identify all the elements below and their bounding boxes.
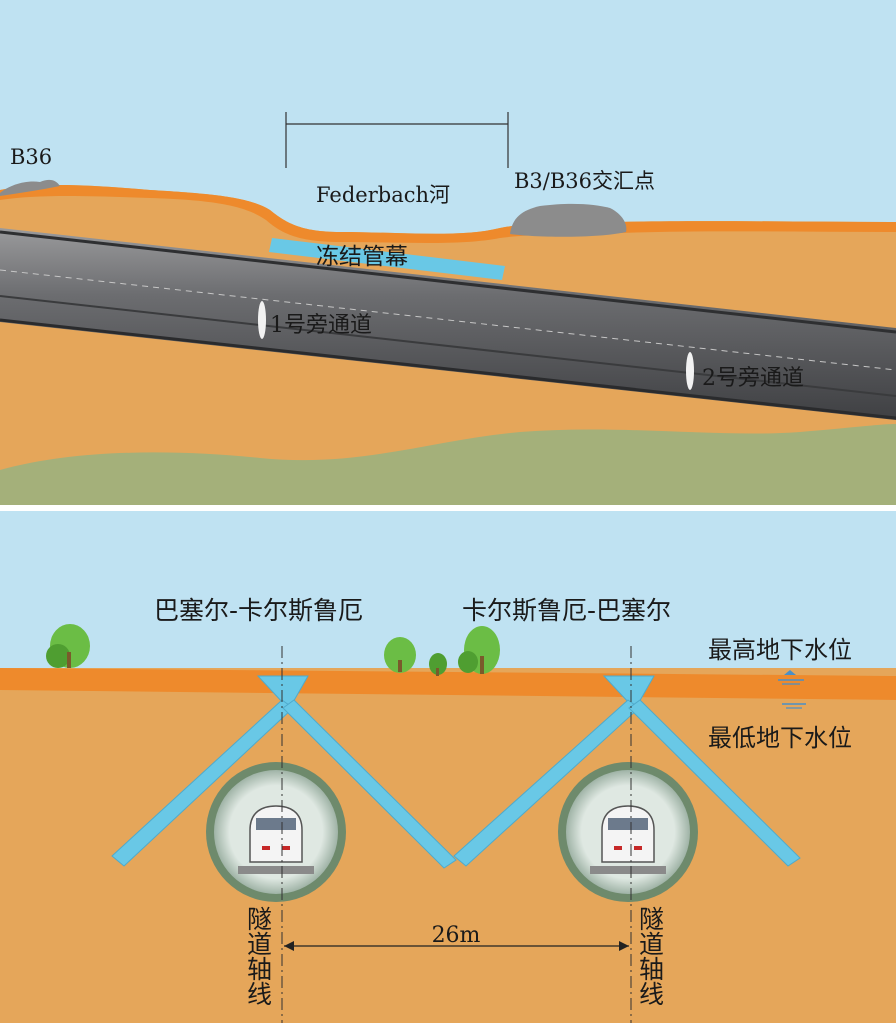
label-axis-left: 隧道轴线 [244, 906, 273, 1006]
freeze-curtain [269, 238, 505, 280]
label-min-water: 最低地下水位 [708, 724, 852, 752]
tube-centerline [0, 269, 896, 371]
label-spacing: 26m [432, 923, 481, 948]
train-window [608, 818, 648, 830]
label-passage-2: 2号旁通道 [702, 366, 804, 391]
tree-icon [46, 624, 90, 668]
tunnel-tube-left [206, 762, 346, 902]
train-icon [601, 805, 655, 863]
river-span-marker [285, 112, 509, 168]
tube-bottom-edge [0, 318, 896, 420]
cross-section: 巴塞尔-卡尔斯鲁厄 卡尔斯鲁厄-巴塞尔 最高地下水位 最低地下水位 26m 隧道… [0, 511, 896, 1023]
label-left-direction: 巴塞尔-卡尔斯鲁厄 [154, 596, 363, 625]
train-icon [249, 805, 303, 863]
profile-section: B36 Federbach河 B3/B36交汇点 冻结管幕 1号旁通道 2号旁通… [0, 0, 896, 506]
tunnel-tube-right [558, 762, 698, 902]
label-b36: B36 [10, 145, 52, 169]
topsoil-band [0, 185, 896, 243]
tree-icon [458, 626, 500, 674]
passage-1-marker [258, 301, 266, 339]
tube-top-edge [0, 230, 896, 334]
passage-2-marker [686, 352, 694, 390]
deep-layer [0, 424, 896, 505]
spacing-dimension [284, 941, 629, 951]
track-bed [238, 866, 314, 874]
soil-layer-lower [0, 668, 896, 1023]
min-water-symbol [782, 703, 806, 709]
label-river: Federbach河 [316, 183, 450, 207]
label-freeze-curtain: 冻结管幕 [316, 244, 408, 270]
label-max-water: 最高地下水位 [708, 636, 852, 664]
label-junction: B3/B36交汇点 [514, 169, 655, 193]
max-water-symbol [778, 670, 804, 685]
b36-road [0, 179, 60, 196]
track-bed [590, 866, 666, 874]
label-right-direction: 卡尔斯鲁厄-巴塞尔 [462, 596, 671, 625]
topsoil-band-lower [0, 668, 896, 700]
label-axis-right: 隧道轴线 [636, 906, 665, 1006]
freeze-pipes-right [453, 675, 801, 867]
tree-icon [429, 653, 447, 676]
section-divider [0, 505, 896, 511]
label-passage-1: 1号旁通道 [270, 313, 372, 338]
b3-b36-road [510, 203, 627, 237]
train-window [256, 818, 296, 830]
freeze-pipes-left [111, 675, 457, 869]
tree-icon [384, 637, 416, 673]
tube-rail-line [0, 295, 896, 397]
